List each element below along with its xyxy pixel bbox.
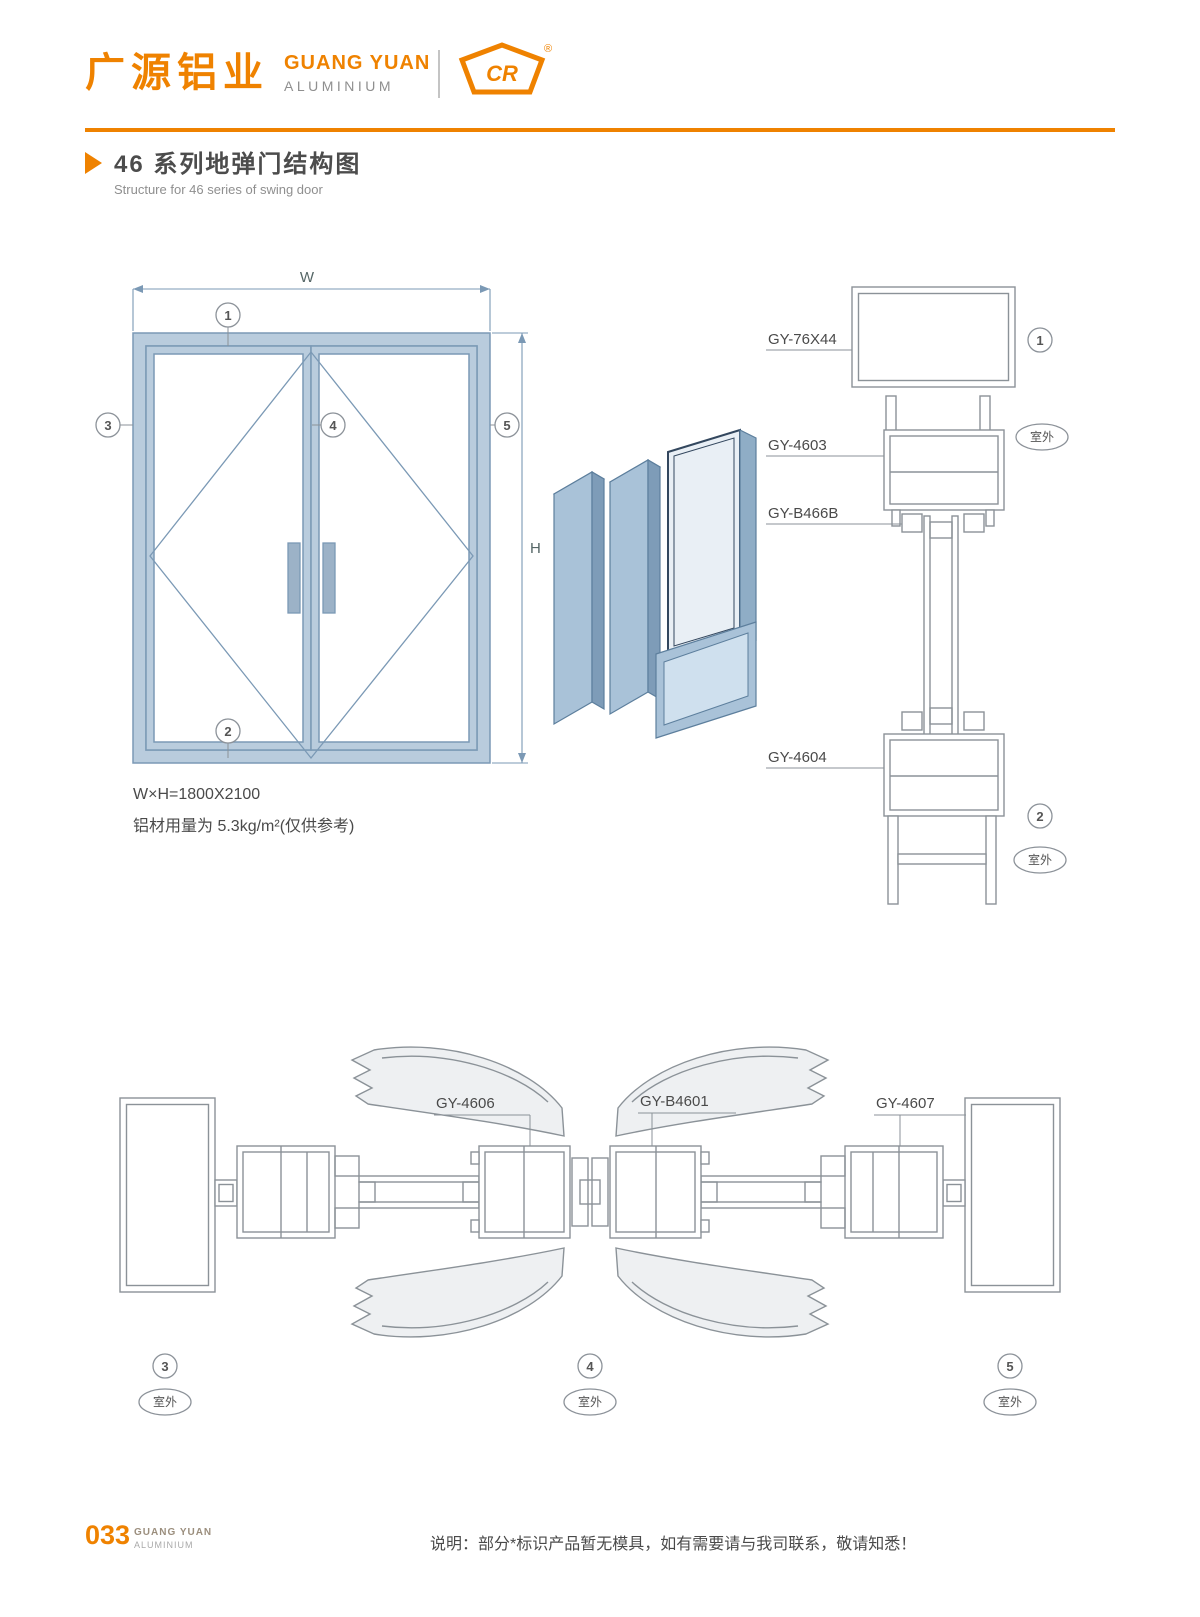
profile-label-center-astragal: GY-B4601 [640, 1093, 709, 1110]
svg-text:CR: CR [486, 61, 518, 86]
svg-text:室外: 室外 [578, 1394, 602, 1409]
profile-label-bottom-rail: GY-4604 [768, 749, 827, 766]
door-handle-left [287, 542, 301, 614]
marker-2-circle [215, 718, 241, 744]
glass-unit-vertical [923, 515, 959, 743]
outdoor-oval-vs-bottom [1013, 846, 1067, 874]
outdoor-oval-hs-left [138, 1388, 192, 1416]
profile-label-left-stile: GY-4606 [436, 1095, 495, 1112]
svg-text:室外: 室外 [1028, 852, 1052, 867]
brand-logo-icon: CR ® [458, 42, 552, 95]
cover-wing-top-right [615, 1046, 829, 1137]
render-glass-pane [667, 428, 741, 656]
marker-1-section-circle [1027, 327, 1053, 353]
svg-text:5: 5 [1006, 1359, 1013, 1374]
outdoor-oval-hs-right [983, 1388, 1037, 1416]
logo-divider [438, 50, 440, 98]
footer-note: 说明：部分*标识产品暂无模具，如有需要请与我司联系，敬请知悉！ [430, 1536, 917, 1553]
profile-door-top-rail [883, 429, 1005, 511]
footer-brand-line1: GUANG YUAN [134, 1527, 213, 1538]
page-subtitle: Structure for 46 series of swing door [114, 182, 323, 197]
svg-text:室外: 室外 [998, 1394, 1022, 1409]
svg-text:3: 3 [104, 418, 111, 433]
cover-wing-bottom-left [351, 1247, 565, 1338]
profile-label-glazing-bead: GY-B466B [768, 505, 838, 522]
logo-chinese: 广源铝业 [85, 51, 269, 95]
marker-4-section-circle [577, 1353, 603, 1379]
marker-2-section-circle [1027, 803, 1053, 829]
profile-door-bottom-rail [883, 733, 1005, 817]
page-number: 033 [85, 1520, 131, 1550]
door-elevation: W H 1 2 3 4 5 [95, 269, 541, 764]
marker-5-circle [494, 412, 520, 438]
svg-text:3: 3 [161, 1359, 168, 1374]
svg-text:室外: 室外 [153, 1394, 177, 1409]
dimension-height: H [492, 332, 541, 764]
cover-wing-bottom-right [615, 1247, 829, 1338]
horizontal-section: GY-4606 GY-B4601 GY-4607 3 室外 4 室外 5 室外 [119, 1046, 1061, 1416]
profile-label-top-rail: GY-4603 [768, 437, 827, 454]
svg-text:1: 1 [224, 308, 231, 323]
outdoor-oval-hs-center [563, 1388, 617, 1416]
svg-text:2: 2 [1036, 809, 1043, 824]
outdoor-oval-vs-top [1015, 423, 1069, 451]
marker-3-section-circle [152, 1353, 178, 1379]
dim-w-label: W [300, 269, 315, 286]
marker-3-circle [95, 412, 121, 438]
dim-h-label: H [530, 540, 541, 557]
door-handle-right [322, 542, 336, 614]
center-astragal [571, 1157, 609, 1227]
footer-brand-line2: ALUMINIUM [134, 1540, 194, 1550]
render-3d [552, 428, 757, 739]
marker-1-circle [215, 302, 241, 328]
logo-english-line2: ALUMINIUM [284, 78, 395, 94]
profile-label-right-stile: GY-4607 [876, 1095, 935, 1112]
cover-wing-top-left [351, 1046, 565, 1137]
title-arrow-icon [85, 152, 102, 174]
marker-5-section-circle [997, 1353, 1023, 1379]
svg-text:1: 1 [1036, 333, 1043, 348]
svg-text:5: 5 [503, 418, 510, 433]
logo-english-line1: GUANG YUAN [284, 52, 431, 74]
svg-text:4: 4 [329, 418, 337, 433]
registered-mark: ® [544, 43, 552, 55]
spec-usage-text: 铝材用量为 5.3kg/m²(仅供参考) [133, 818, 355, 835]
profile-label-top-frame: GY-76X44 [768, 331, 837, 348]
svg-text:4: 4 [586, 1359, 594, 1374]
vertical-section: GY-76X44 1 GY-4603 室外 GY-B466B [766, 286, 1069, 905]
svg-text:室外: 室外 [1030, 429, 1054, 444]
header-rule [85, 128, 1115, 132]
dimension-width: W [132, 269, 491, 331]
elevation-markers: 1 2 3 4 5 [95, 302, 520, 758]
svg-text:2: 2 [224, 724, 231, 739]
spec-size-text: W×H=1800X2100 [133, 786, 261, 803]
marker-4-circle [320, 412, 346, 438]
page-title: 46 系列地弹门结构图 [114, 151, 362, 178]
swing-direction-lines [149, 351, 474, 760]
profile-top-frame-tube [851, 286, 1016, 388]
